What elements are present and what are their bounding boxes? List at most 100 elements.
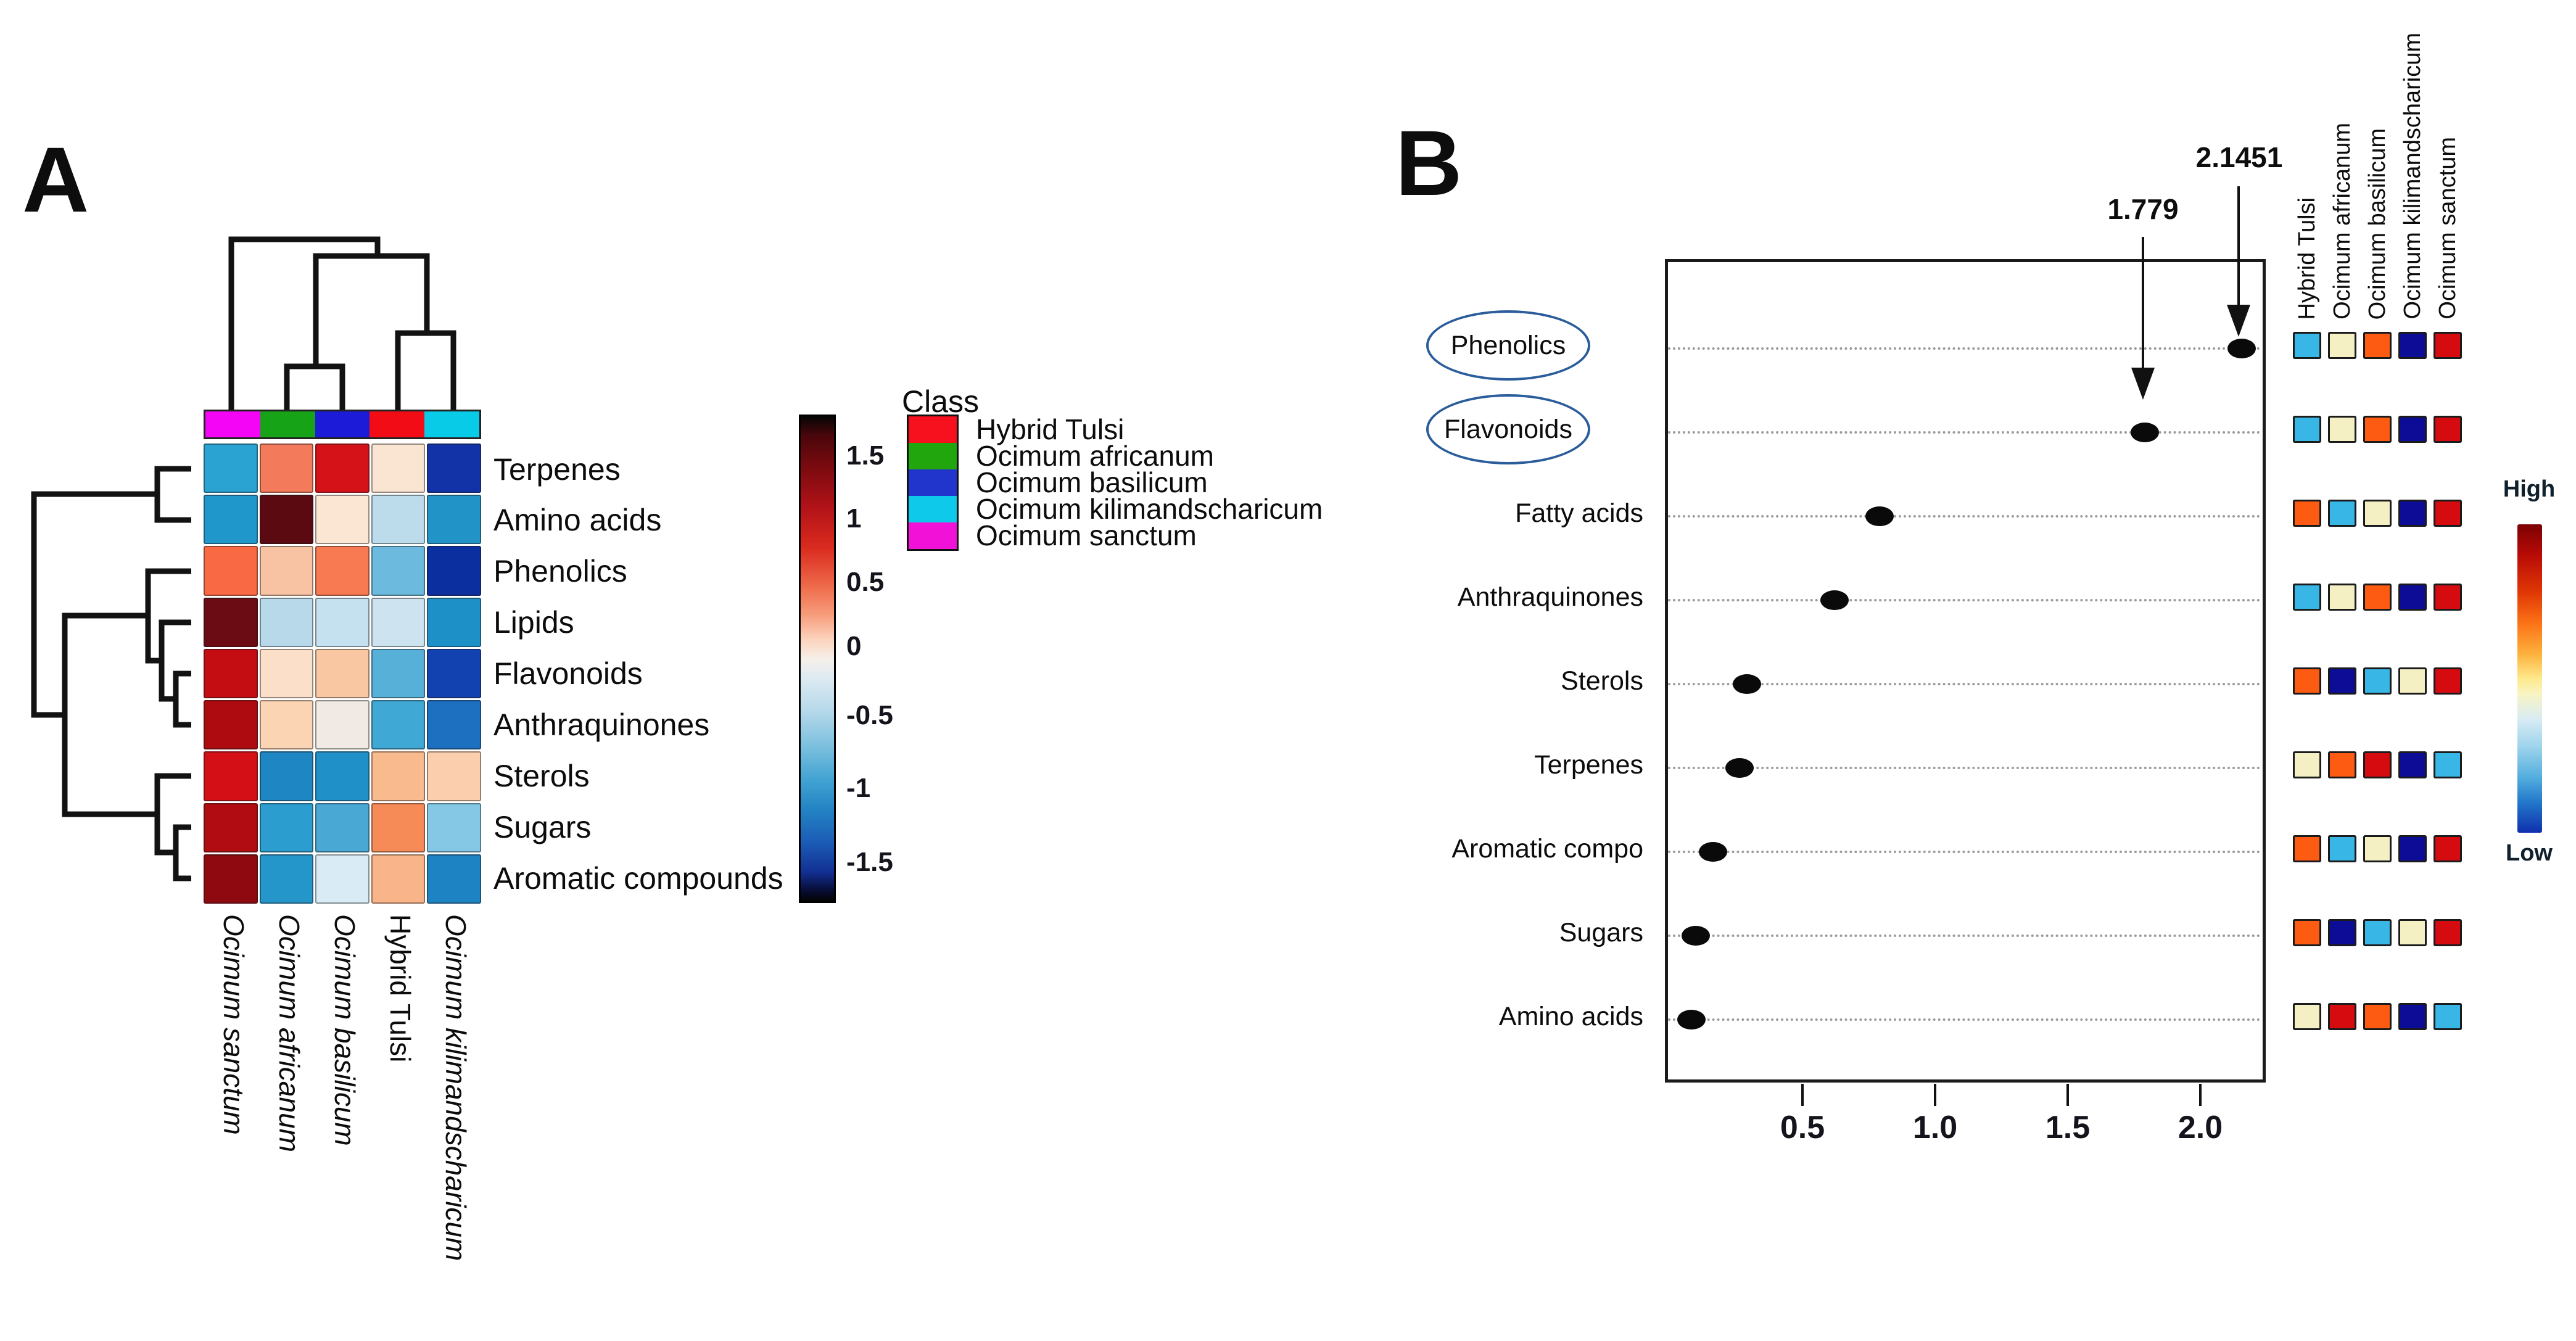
mini-heatmap-cell [2434,1003,2462,1030]
heatmap-cell [427,751,481,801]
mini-heatmap-cell [2293,751,2321,778]
heatmap-cell [259,751,314,801]
legend-swatch [909,416,957,443]
vip-row-label: Terpenes [1534,750,1643,780]
vip-annotation-value: 2.1451 [2195,141,2283,173]
vip-score-dot [1733,674,1762,694]
mini-heatmap-cell [2293,1003,2321,1030]
mini-heatmap-cell [2293,835,2321,862]
heatmap-cell [315,648,369,699]
heatmap-column-label: Ocimum sanctum [218,914,250,1135]
scale-high-label: High [2503,476,2556,502]
vip-gridline [1668,431,2260,434]
heatmap-cell [427,803,481,852]
heatmap-cell [204,751,258,801]
vip-row-label: Sugars [1559,918,1643,947]
column-dendrogram [228,236,456,415]
mini-heatmap-cell [2328,500,2356,527]
vip-score-dot [1681,926,1710,946]
mini-heatmap-cell [2398,667,2427,695]
mini-heatmap-cell [2434,584,2462,611]
heatmap-cell [259,854,314,904]
colorbar-tick-label: 0.5 [846,567,885,597]
colorbar-tick-label: -0.5 [846,700,893,730]
vip-annotation-value: 1.779 [2107,193,2179,225]
mini-heatmap-cell [2434,667,2462,695]
mini-heatmap-column-label: Ocimum africanum [2329,123,2355,320]
heatmap-row-label: Aromatic compounds [493,860,783,896]
heatmap-row-label: Anthraquinones [493,708,710,742]
heatmap-row-label: Lipids [493,605,574,640]
mini-heatmap-cell [2328,416,2356,443]
mini-heatmap-cell [2434,835,2462,862]
mini-heatmap-cell [2398,751,2427,778]
vip-plot-area [1665,259,2266,1083]
annotation-arrowhead-icon [2131,368,2155,400]
heatmap-cell [315,495,369,545]
colorbar-tick-label: 1.5 [846,440,885,471]
heatmap-cell [259,803,314,852]
class-strip-cell [424,411,479,437]
vip-row-label: Aromatic compo [1451,834,1643,864]
vip-row-label: Anthraquinones [1457,582,1643,612]
heatmap-column-label: Ocimum kilimandscharicum [440,914,472,1261]
heatmap-cell [371,700,426,750]
vip-row-label-ellipse: Flavonoids [1426,394,1590,464]
legend-label: Hybrid Tulsi [976,413,1125,445]
heatmap-cell [315,546,369,596]
mini-heatmap-column-label: Ocimum sanctum [2435,137,2461,320]
heatmap-cell [259,700,314,750]
mini-heatmap-cell [2434,919,2462,946]
heatmap-cell [259,546,314,596]
heatmap-cell [371,751,426,801]
vip-score-dot [1865,506,1894,526]
mini-heatmap-cell [2398,500,2427,527]
mini-heatmap-cell [2293,584,2321,611]
vip-row-label: Sterols [1561,666,1643,696]
mini-heatmap-cell [2363,500,2392,527]
x-axis-tick [2066,1084,2069,1106]
mini-heatmap-cell [2434,500,2462,527]
heatmap-cell [204,495,258,545]
mini-heatmap-cell [2293,500,2321,527]
mini-heatmap-cell [2398,919,2427,946]
colorbar-tick-label: 0 [846,631,862,661]
class-strip-cell [260,411,315,437]
vip-row-label: Amino acids [1498,1002,1643,1031]
heatmap-cell [204,648,258,699]
row-dendrogram [31,466,191,881]
heatmap-cell [315,700,369,750]
x-axis-tick [2199,1084,2202,1106]
x-axis-tick-label: 2.0 [2178,1110,2223,1145]
mini-heatmap-cell [2328,667,2356,695]
heatmap-cell [315,751,369,801]
mini-heatmap-cell [2363,332,2392,359]
mini-heatmap-cell [2434,416,2462,443]
heatmap-row-label: Sterols [493,758,590,793]
legend-swatch [909,443,957,469]
vip-gridline [1668,683,2260,685]
mini-heatmap-cell [2328,835,2356,862]
heatmap-cell [204,854,258,904]
mini-heatmap-cell [2398,416,2427,443]
class-strip-cell [369,411,425,437]
vip-score-dot [2130,423,2159,442]
mini-heatmap-cell [2328,584,2356,611]
annotation-arrowhead-icon [2227,305,2250,337]
mini-heatmap-column-label: Ocimum basilicum [2364,128,2390,320]
heatmap-cell [427,597,481,647]
mini-heatmap-cell [2434,751,2462,778]
vip-row-label: Flavonoids [1444,414,1572,444]
heatmap-cell [259,444,314,493]
vip-gridline [1668,515,2260,518]
mini-heatmap-cell [2328,919,2356,946]
heatmap-cell [371,444,426,493]
heatmap-row-label: Amino acids [493,503,662,538]
heatmap-cell [427,444,481,493]
vip-gridline [1668,935,2260,937]
heatmap-cell [371,597,426,647]
mini-heatmap-cell [2363,835,2392,862]
vip-score-dot [2227,339,2256,358]
heatmap-cell [427,648,481,699]
mini-heatmap-column-label: Ocimum kilimandscharicum [2400,33,2425,320]
